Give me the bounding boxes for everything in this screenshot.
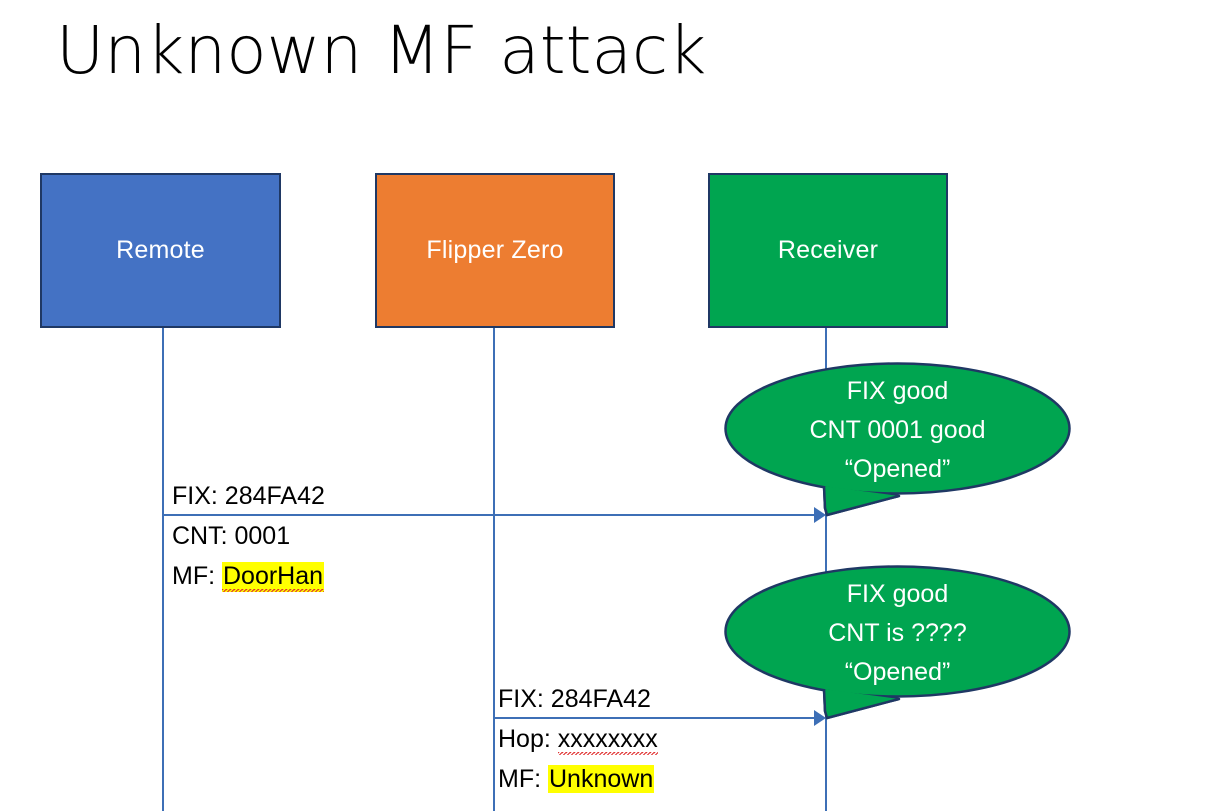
page-title: Unknown MF attack (56, 12, 707, 89)
message-label-2-line-3-value: Unknown (548, 765, 655, 793)
message-label-2-line-1-value: 284FA42 (550, 685, 651, 713)
message-label-1-line-3-prefix: MF: (172, 562, 222, 590)
message-label-2-line-1: FIX: 284FA42 (498, 679, 658, 719)
message-label-2-line-2-value: xxxxxxxx (557, 725, 658, 755)
message-arrow-remote-to-receiver (163, 514, 817, 516)
message-label-1-line-3: MF: DoorHan (172, 556, 325, 596)
message-label-1-line-3-value: DoorHan (222, 562, 325, 592)
callout-bubble-receiver-1: FIX good CNT 0001 good “Opened” (724, 362, 1071, 517)
actor-box-receiver[interactable]: Receiver (708, 173, 948, 328)
actor-label-flipper-zero: Flipper Zero (426, 236, 564, 264)
message-label-1-line-1-value: 284FA42 (224, 482, 325, 510)
message-arrow-flipper-to-receiver (494, 717, 817, 719)
actor-box-remote[interactable]: Remote (40, 173, 281, 328)
message-label-1-line-2-prefix: CNT: (172, 522, 235, 550)
arrow-head-icon (814, 710, 826, 726)
message-label-1: FIX: 284FA42 CNT: 0001 MF: DoorHan (172, 476, 325, 596)
message-label-1-line-1: FIX: 284FA42 (172, 476, 325, 516)
actor-label-receiver: Receiver (777, 236, 879, 264)
message-label-2-line-3: MF: Unknown (498, 759, 658, 799)
actor-label-remote: Remote (116, 236, 205, 264)
message-label-1-line-2: CNT: 0001 (172, 516, 325, 556)
actor-box-flipper-zero[interactable]: Flipper Zero (375, 173, 615, 328)
message-label-2: FIX: 284FA42 Hop: xxxxxxxx MF: Unknown (498, 679, 658, 799)
message-label-2-line-2: Hop: xxxxxxxx (498, 719, 658, 759)
callout-shape-2 (724, 565, 1071, 720)
lifeline-flipper-zero (493, 328, 495, 811)
callout-shape-1 (724, 362, 1071, 517)
lifeline-receiver (825, 328, 827, 811)
message-label-1-line-1-prefix: FIX: (172, 482, 225, 510)
message-label-2-line-3-prefix: MF: (498, 765, 548, 793)
lifeline-remote (162, 328, 164, 811)
message-label-2-line-1-prefix: FIX: (498, 685, 551, 713)
arrow-head-icon (814, 507, 826, 523)
message-label-2-line-2-prefix: Hop: (498, 725, 558, 753)
callout-bubble-receiver-2: FIX good CNT is ???? “Opened” (724, 565, 1071, 720)
message-label-1-line-2-value: 0001 (234, 522, 291, 550)
